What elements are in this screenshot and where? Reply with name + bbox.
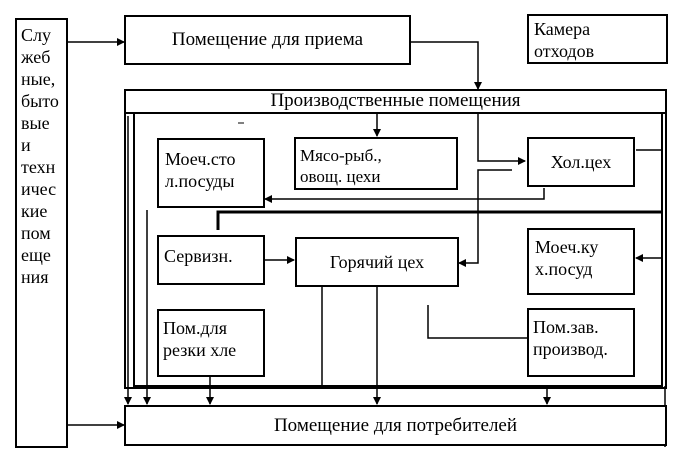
edge-reception-to-production: [410, 41, 482, 90]
edge-cold-to-dishwash: [264, 188, 545, 203]
edge-manager: [427, 305, 527, 339]
service-line-5: вые: [21, 113, 50, 133]
kitchen-dishwash-line-2: х.посуд: [535, 259, 593, 279]
service-line-9: кие: [21, 201, 48, 221]
consumers-label: Помещение для потребителей: [273, 414, 518, 436]
production-block: [124, 89, 667, 389]
service-line-2: жеб: [21, 47, 51, 67]
manager-line-2: производ.: [533, 339, 608, 359]
waste-line-2: отходов: [534, 41, 595, 61]
service-line-3: ные,: [21, 69, 56, 89]
meat-line-1: Мясо-рыб.,: [300, 146, 382, 165]
production-title: Производственные помещения: [124, 89, 667, 114]
dishwash-line-2: л.посуды: [165, 171, 235, 191]
kitchen-dishwash-line-1: Моеч.ку: [535, 237, 599, 257]
bus-dishes: [216, 210, 662, 230]
waste-line-1: Камера: [534, 19, 591, 39]
service-line-11: еще: [21, 245, 51, 265]
reception-room-box: Помещение для приема: [124, 15, 411, 65]
bread-line-1: Пом.для: [163, 318, 227, 338]
servizn-label: Сервизн.: [164, 246, 233, 266]
service-line-10: пом: [21, 223, 51, 243]
service-line-1: Слу: [21, 25, 51, 45]
meat-fish-veg-box: Мясо-рыб., овощ. цехи: [294, 137, 458, 190]
cold-shop-label: Хол.цех: [550, 152, 612, 172]
waste-chamber-box: Камера отходов: [527, 14, 668, 64]
reception-label: Помещение для приема: [171, 29, 364, 50]
service-rooms-box: Слу жеб ные, быто вые и техн ичес кие по…: [15, 18, 68, 448]
manager-line-1: Пом.зав.: [533, 317, 599, 337]
service-line-7: техн: [21, 157, 56, 177]
manager-room-box: Пом.зав. производ.: [527, 308, 635, 377]
bread-cutting-box: Пом.для резки хле: [157, 309, 265, 377]
bread-line-2: резки хле: [163, 340, 237, 360]
dishwash-table-box: Моеч.сто л.посуды: [157, 138, 265, 208]
cold-shop-box: Хол.цех: [527, 137, 635, 187]
kitchen-dishwash-box: Моеч.ку х.посуд: [527, 228, 635, 295]
service-line-8: ичес: [21, 179, 57, 199]
service-line-4: быто: [21, 91, 59, 111]
servizn-box: Сервизн.: [157, 235, 265, 285]
service-line-6: и: [21, 135, 31, 155]
service-line-12: ния: [21, 267, 49, 287]
consumers-room-box: Помещение для потребителей: [124, 405, 667, 446]
hot-shop-box: Горячий цех: [295, 237, 459, 287]
edge-cold-to-hot: [458, 169, 512, 267]
dishwash-line-1: Моеч.сто: [165, 149, 236, 169]
meat-line-2: овощ. цехи: [300, 167, 381, 186]
hot-shop-label: Горячий цех: [329, 252, 425, 272]
edge-to-cold-shop: [477, 113, 526, 165]
